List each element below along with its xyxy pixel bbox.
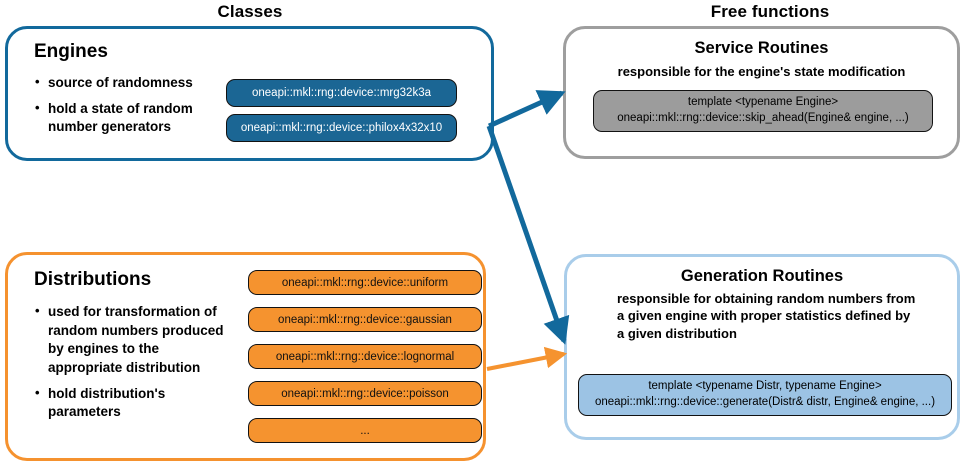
generation-routines-code-line-1: template <typename Distr, typename Engin… xyxy=(648,380,882,393)
distributions-bullet-list: used for transformation of random number… xyxy=(35,302,235,429)
arrow-engines-to-service-routines xyxy=(487,90,566,129)
column-heading-classes: Classes xyxy=(217,2,283,21)
panel-engines: Engines source of randomness hold a stat… xyxy=(5,26,494,161)
generation-routines-subtitle-line-1: responsible for obtaining random numbers… xyxy=(617,291,916,306)
service-routines-code-line-1: template <typename Engine> xyxy=(687,96,839,109)
distribution-pill-poisson[interactable]: oneapi::mkl::rng::device::poisson xyxy=(248,381,482,406)
service-routines-code-box[interactable]: template <typename Engine> oneapi::mkl::… xyxy=(593,90,933,132)
engines-bullet-1: hold a state of random number generators xyxy=(35,99,225,137)
service-routines-subtitle: responsible for the engine's state modif… xyxy=(617,64,906,79)
generation-routines-code-line-2: oneapi::mkl::rng::device::generate(Distr… xyxy=(594,396,936,408)
distributions-bullet-1: hold distribution's parameters xyxy=(35,383,235,422)
distribution-pill-gaussian[interactable]: oneapi::mkl::rng::device::gaussian xyxy=(248,307,482,332)
generation-routines-subtitle-line-2: a given engine with proper statistics de… xyxy=(617,308,911,324)
distributions-title: Distributions xyxy=(34,269,152,290)
engines-bullet-list: source of randomness hold a state of ran… xyxy=(35,73,225,144)
distribution-pill-lognormal[interactable]: oneapi::mkl::rng::device::lognormal xyxy=(248,344,482,369)
arrow-engines-to-generation-routines xyxy=(486,125,570,345)
generation-routines-code-box[interactable]: template <typename Distr, typename Engin… xyxy=(578,374,952,416)
distribution-pill-uniform[interactable]: oneapi::mkl::rng::device::uniform xyxy=(248,270,482,295)
arrow-distributions-to-generation-routines xyxy=(486,346,568,371)
engine-pill-philox4x32x10[interactable]: oneapi::mkl::rng::device::philox4x32x10 xyxy=(226,114,457,142)
panel-distributions: Distributions used for transformation of… xyxy=(5,252,486,461)
distributions-bullet-0: used for transformation of random number… xyxy=(35,302,235,378)
service-routines-title: Service Routines xyxy=(694,39,829,57)
engines-title: Engines xyxy=(34,41,108,62)
generation-routines-title: Generation Routines xyxy=(680,267,844,285)
panel-service-routines: Service Routines responsible for the eng… xyxy=(563,26,960,159)
engine-pill-mrg32k3a[interactable]: oneapi::mkl::rng::device::mrg32k3a xyxy=(226,79,457,107)
distribution-pill-more[interactable]: ... xyxy=(248,418,482,443)
service-routines-code-line-2: oneapi::mkl::rng::device::skip_ahead(Eng… xyxy=(617,112,909,124)
generation-routines-subtitle-line-3: a given distribution xyxy=(617,325,737,341)
generation-routines-subtitle: responsible for obtaining random numbers… xyxy=(617,290,937,342)
engines-bullet-0: source of randomness xyxy=(35,73,225,93)
column-heading-free-functions: Free functions xyxy=(710,2,830,21)
panel-generation-routines: Generation Routines responsible for obta… xyxy=(564,254,960,440)
